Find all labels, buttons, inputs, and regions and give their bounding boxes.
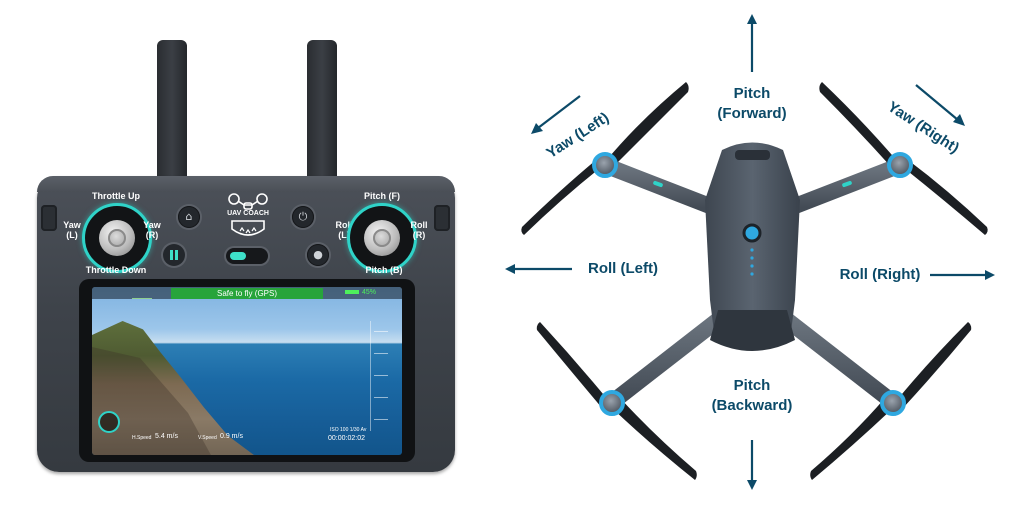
right-stick-knob — [364, 220, 400, 256]
propeller-rear-right — [810, 322, 972, 480]
right-shoulder-button — [434, 205, 450, 231]
right-control-stick — [347, 203, 417, 273]
left-stick-right-label: Yaw (R) — [138, 220, 166, 240]
left-shoulder-button — [41, 205, 57, 231]
right-stick-left-label: Roll (L) — [330, 220, 358, 240]
h-speed-label: H.Speed — [132, 435, 152, 441]
left-stick-left-label: Yaw (L) — [58, 220, 86, 240]
drone-arms — [604, 160, 901, 408]
drone-motors — [592, 152, 913, 416]
power-button: ⏻ — [292, 206, 314, 228]
right-stick-top-label: Pitch (F) — [364, 191, 400, 201]
drone-body — [653, 142, 852, 351]
direction-arrows — [505, 14, 995, 490]
uav-coach-logo: UAV COACH — [220, 191, 276, 243]
left-stick-top-label: Throttle Up — [92, 191, 140, 201]
propeller-front-left — [521, 82, 689, 235]
pitch-forward-line2: (Forward) — [717, 105, 787, 122]
left-stick-knob — [99, 220, 135, 256]
right-stick-left-label-line2: (L) — [338, 230, 350, 240]
left-control-stick — [82, 203, 152, 273]
controller-screen: Safe to fly (GPS) 45% H.Speed 5.4 m/s V.… — [92, 287, 402, 455]
flight-mode-switch — [226, 248, 268, 264]
propeller-rear-left — [536, 322, 697, 480]
controller-top-lip — [37, 176, 455, 192]
left-stick-left-label-line1: Yaw — [63, 220, 81, 230]
right-stick-bottom-label: Pitch (B) — [365, 265, 403, 275]
recording-timer: 00:00:02:02 — [328, 435, 365, 442]
switch-indicator — [230, 252, 246, 260]
left-stick-left-label-line2: (L) — [66, 230, 78, 240]
pitch-backward-line1: Pitch — [733, 377, 771, 394]
v-speed-value: 0.9 m/s — [220, 433, 243, 440]
signal-strength-icon — [132, 290, 152, 299]
logo-text: UAV COACH — [227, 210, 269, 217]
propeller-front-right — [819, 82, 988, 235]
flight-status-indicator: Safe to fly (GPS) — [171, 288, 323, 299]
roll-right-label: Roll (Right) — [839, 266, 921, 283]
pitch-forward-line1: Pitch — [733, 85, 771, 102]
v-speed-label: V.Speed — [198, 435, 217, 441]
battery-indicator: 45% — [345, 288, 389, 298]
right-stick-right-label: Roll (R) — [405, 220, 433, 240]
right-antenna — [307, 40, 337, 190]
left-stick-right-label-line2: (R) — [145, 230, 159, 240]
return-home-button: ⌂ — [178, 206, 200, 228]
h-speed-value: 5.4 m/s — [155, 433, 178, 440]
camera-settings: ISO 100 1/30 Av — [330, 427, 367, 433]
custom-button: ● — [307, 244, 329, 266]
pitch-backward-label: Pitch (Backward) — [690, 376, 814, 416]
left-stick-bottom-label: Throttle Down — [85, 265, 147, 275]
pitch-backward-line2: (Backward) — [711, 397, 793, 414]
right-stick-right-label-line1: Roll — [410, 220, 428, 230]
right-stick-right-label-line2: (R) — [412, 230, 426, 240]
pitch-forward-label: Pitch (Forward) — [697, 84, 807, 124]
right-stick-left-label-line1: Roll — [335, 220, 353, 230]
compass-gauge-icon — [98, 411, 120, 433]
pause-button — [163, 244, 185, 266]
left-stick-right-label-line1: Yaw — [143, 220, 161, 230]
roll-left-label: Roll (Left) — [588, 260, 658, 277]
left-antenna — [157, 40, 187, 190]
altitude-scale — [370, 321, 399, 431]
